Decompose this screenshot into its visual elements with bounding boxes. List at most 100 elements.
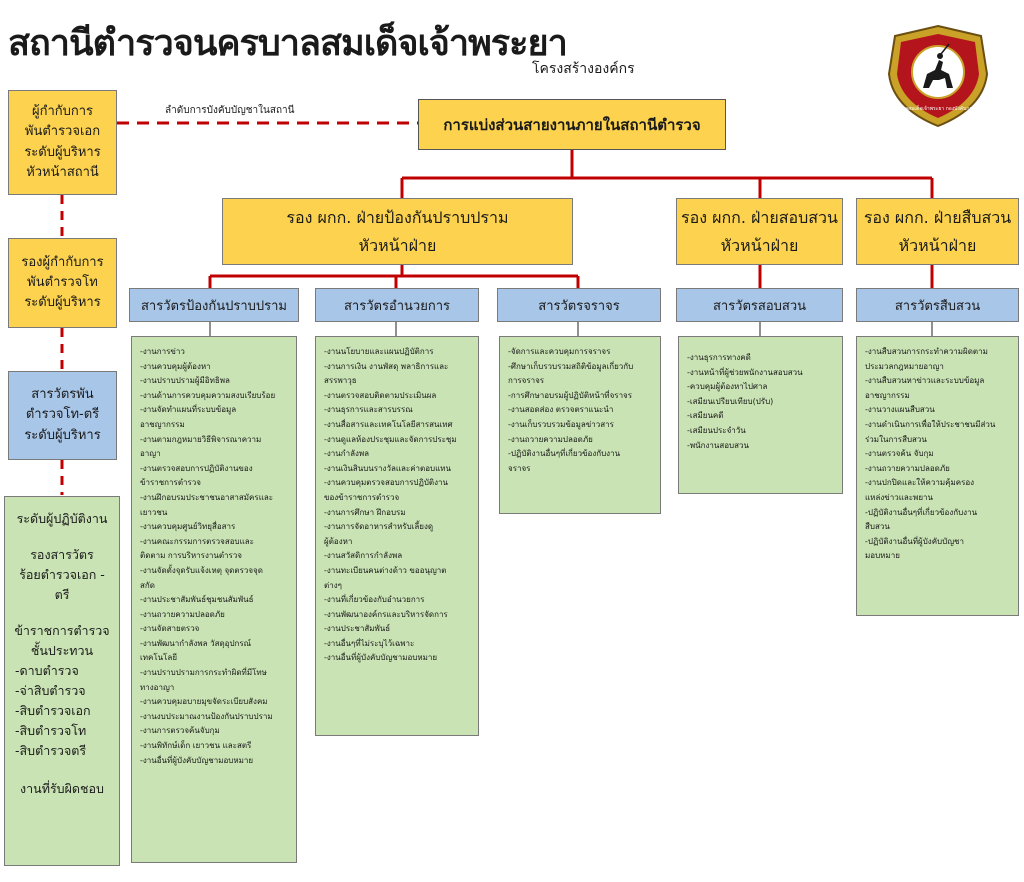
task-item: -การศึกษาอบรมผู้ปฏิบัติหน้าที่จราจร xyxy=(508,390,633,400)
task-item: -งานถวายความปลอดภัย xyxy=(865,463,950,473)
task-item: -งานจัดตั้งจุดรับแจ้งเหตุ จุดตรวจจุด xyxy=(140,565,263,575)
operational-line-8: ชั้นประทวน xyxy=(30,643,94,658)
task-item: -งานนโยบายและแผนปฏิบัติการ xyxy=(324,347,434,356)
superintendent-line-1: ผู้กำกับการ xyxy=(31,104,94,120)
task-item: -งานเงินสินบนรางวัลและค่าตอบแทน xyxy=(324,463,452,473)
deputy-investigation-box: รอง ผกก. ฝ่ายสอบสวน หัวหน้าฝ่าย xyxy=(676,198,843,265)
task-item: -ปฏิบัติงานอื่นๆที่เกี่ยวข้องกับงาน xyxy=(865,507,978,517)
task-item: แหล่งข่าวและพยาน xyxy=(865,492,933,502)
task-item: ผู้ต้องหา xyxy=(324,536,353,546)
task-item: -งานปราบปรามการกระทำผิดที่มีโทษ xyxy=(140,668,267,678)
task-item: อาชญากรรม xyxy=(140,419,185,429)
deputy-inquiry-title: รอง ผกก. ฝ่ายสืบสวน xyxy=(863,208,1012,228)
task-item: -งานการศึกษา ฝึกอบรม xyxy=(324,507,406,517)
task-list-traffic: -จัดการและควบคุมการจราจร -ศึกษาเก็บรวบรวม… xyxy=(499,336,661,514)
task-item: -งานสวัสดิการกำลังพล xyxy=(324,551,403,561)
task-item: -ศึกษาเก็บรวบรวมสถิติข้อมูลเกี่ยวกับ xyxy=(508,361,634,371)
task-item: -งานธุรการทางคดี xyxy=(687,353,751,362)
task-item: -งานควบคุมศูนย์วิทยุสื่อสาร xyxy=(140,522,236,532)
section-prevention-title: สารวัตรป้องกันปราบปราม xyxy=(141,298,287,314)
task-item: -งานเก็บรวบรวมข้อมูลข่าวสาร xyxy=(508,419,614,429)
task-item: มอบหมาย xyxy=(865,551,900,561)
deputy-superintendent-box: รองผู้กำกับการ พันตำรวจโท ระดับผู้บริหาร xyxy=(8,238,117,328)
rank-4: -สิบตำรวจโท xyxy=(15,723,87,738)
task-item: สกัด xyxy=(140,580,155,590)
section-administration-title: สารวัตรอำนวยการ xyxy=(343,298,450,314)
task-item: -งานสืบสวนหาข่าวและระบบข้อมูล xyxy=(865,376,985,386)
police-station-logo: สถานีตำรวจนครบาลสมเด็จเจ้าพระยา กองบังคั… xyxy=(863,22,1013,130)
task-item: -งานคณะกรรมการตรวจสอบและ xyxy=(140,536,254,546)
task-item: -งานตรวจสอบการปฏิบัติงานของ xyxy=(140,463,253,473)
task-item: -งานสอดส่อง ตรวจตราแนะนำ xyxy=(508,405,614,415)
task-item: -งานอื่นที่ผู้บังคับบัญชามอบหมาย xyxy=(140,755,254,765)
top-box: การแบ่งส่วนสายงานภายในสถานีตำรวจ xyxy=(418,99,726,150)
section-investigation-box: สารวัตรสอบสวน xyxy=(676,288,843,322)
section-inquiry-box: สารวัตรสืบสวน xyxy=(856,288,1019,322)
deputy-line-1: รองผู้กำกับการ xyxy=(21,254,104,270)
task-item: -งานควบคุมอบายมุขจัดระเบียบสังคม xyxy=(140,697,268,707)
task-item: -งานปกปิดและให้ความคุ้มครอง xyxy=(865,478,975,488)
task-list-investigation: -งานธุรการทางคดี-งานหน้าที่ผู้ช่วยพนักงา… xyxy=(678,336,843,494)
section-traffic-box: สารวัตรจราจร xyxy=(497,288,661,322)
task-list-inquiry: -งานสืบสวนการกระทำความผิดตามประมวลกฎหมาย… xyxy=(856,336,1019,616)
task-item: -งานการจัดอาหารสำหรับเลี้ยงดู xyxy=(324,522,434,532)
shield-logo-icon: สถานีตำรวจนครบาลสมเด็จเจ้าพระยา กองบังคั… xyxy=(863,24,1013,128)
logo-label: สถานีตำรวจนครบาลสมเด็จเจ้าพระยา กองบังคั… xyxy=(883,104,993,112)
operational-line-3: รองสารวัตร xyxy=(30,547,94,562)
deputy-investigation-subtitle: หัวหน้าฝ่าย xyxy=(720,235,799,255)
operational-line-4: ร้อยตำรวจเอก - xyxy=(19,567,105,582)
task-item: -งานพิทักษ์เด็ก เยาวชน และสตรี xyxy=(140,741,252,751)
inspector-line-2: ตำรวจโท-ตรี xyxy=(25,407,100,423)
rank-5: -สิบตำรวจตรี xyxy=(15,743,87,758)
task-item: สรรพาวุธ xyxy=(324,376,357,386)
superintendent-line-2: พันตำรวจเอก xyxy=(24,124,101,140)
task-item: -งานการเงิน งานพัสดุ พลาธิการและ xyxy=(324,361,449,371)
task-item: -งานธุรการและสารบรรณ xyxy=(324,405,413,415)
task-item: -งานกำลังพล xyxy=(324,449,370,459)
task-item: -งานสืบสวนการกระทำความผิดตาม xyxy=(865,347,988,356)
task-item: ต่างๆ xyxy=(324,580,342,590)
deputy-investigation-title: รอง ผกก. ฝ่ายสอบสวน xyxy=(681,208,838,228)
deputy-inquiry-subtitle: หัวหน้าฝ่าย xyxy=(898,235,977,255)
task-item: -ปฏิบัติงานอื่นที่ผู้บังคับบัญชา xyxy=(865,536,964,546)
top-box-label: การแบ่งส่วนสายงานภายในสถานีตำรวจ xyxy=(443,115,701,134)
task-item: -จัดการและควบคุมการจราจร xyxy=(508,347,611,356)
task-item: -เสมียนประจำวัน xyxy=(687,425,746,435)
task-item: เยาวชน xyxy=(140,507,168,517)
operational-footer: งานที่รับผิดชอบ xyxy=(20,781,104,796)
task-item: -งานพัฒนาองค์กรและบริหารจัดการ xyxy=(324,609,448,619)
superintendent-line-4: หัวหน้าสถานี xyxy=(26,164,99,180)
deputy-prevention-box: รอง ผกก. ฝ่ายป้องกันปราบปราม หัวหน้าฝ่าย xyxy=(222,198,573,265)
task-item: -งานการตรวจค้นจับกุม xyxy=(140,726,220,736)
superintendent-box: ผู้กำกับการ พันตำรวจเอก ระดับผู้บริหาร ห… xyxy=(8,90,117,195)
task-item: -งานดูแลห้องประชุมและจัดการประชุม xyxy=(324,434,457,444)
task-item: -งานตรวจสอบติดตามประเมินผล xyxy=(324,390,437,400)
task-item: ทางอาญา xyxy=(140,682,175,692)
task-item: -งานดำเนินการเพื่อให้ประชาชนมีส่วน xyxy=(865,419,996,429)
task-item: -งานที่เกี่ยวข้องกับอำนวยการ xyxy=(324,595,425,605)
task-item: -งานควบคุมตรวจสอบการปฏิบัติงาน xyxy=(324,478,448,488)
inspector-line-1: สารวัตรพัน xyxy=(31,387,94,403)
task-item: -พนักงานสอบสวน xyxy=(687,440,749,450)
deputy-prevention-subtitle: หัวหน้าฝ่าย xyxy=(358,235,437,255)
section-investigation-title: สารวัตรสอบสวน xyxy=(712,298,807,314)
task-item: -งานจัดสายตรวจ xyxy=(140,624,200,634)
section-inquiry-title: สารวัตรสืบสวน xyxy=(894,298,981,314)
task-item: ประมวลกฎหมายอาญา xyxy=(865,361,944,371)
task-item: -งานถวายความปลอดภัย xyxy=(508,434,593,444)
task-item: -ปฏิบัติงานอื่นๆที่เกี่ยวข้องกับงาน xyxy=(508,449,621,459)
rank-2: -จ่าสิบตำรวจ xyxy=(15,683,86,698)
page-subtitle: โครงสร้างองค์กร xyxy=(532,61,635,77)
task-list-administration: -งานนโยบายและแผนปฏิบัติการ -งานการเงิน งา… xyxy=(315,336,479,736)
deputy-prevention-title: รอง ผกก. ฝ่ายป้องกันปราบปราม xyxy=(286,208,509,228)
task-item: -ควบคุมผู้ต้องหาไปศาล xyxy=(687,382,768,392)
task-item: ของข้าราชการตำรวจ xyxy=(324,492,400,502)
task-item: การจราจร xyxy=(508,376,545,386)
task-item: ข้าราชการตำรวจ xyxy=(140,478,201,488)
operational-line-5: ตรี xyxy=(54,587,70,602)
section-administration-box: สารวัตรอำนวยการ xyxy=(315,288,479,322)
task-item: -งานด้านการควบคุมความสงบเรียบร้อย xyxy=(140,390,276,400)
task-item: -งานถวายความปลอดภัย xyxy=(140,609,225,619)
task-item: จราจร xyxy=(508,463,531,473)
